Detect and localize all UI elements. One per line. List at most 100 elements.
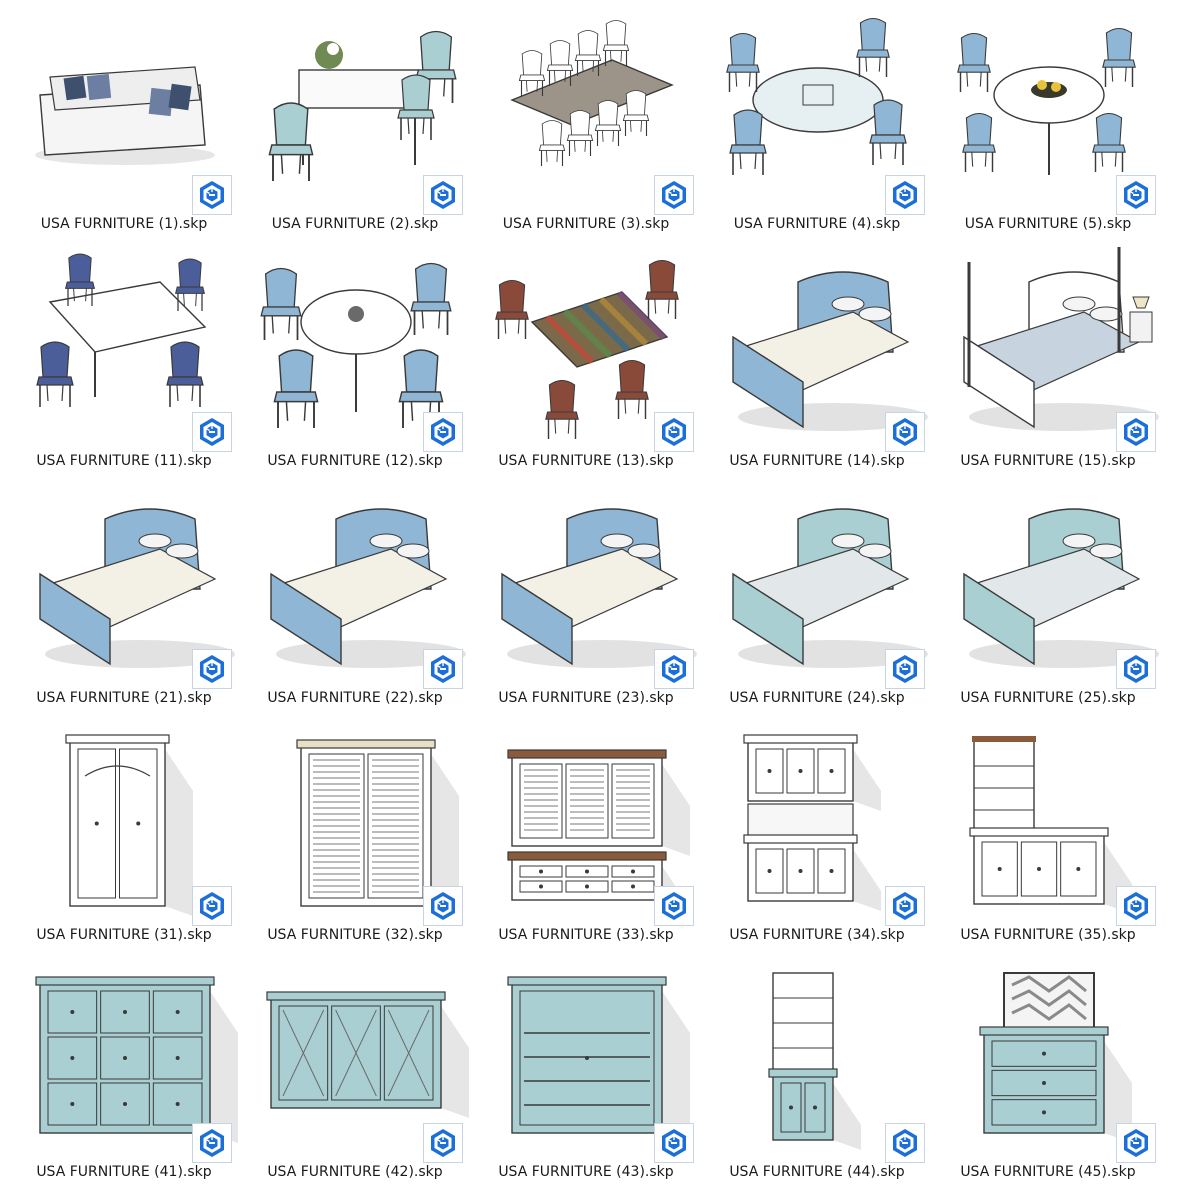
sketchup-file-icon [1116,649,1156,689]
file-item[interactable]: USA FURNITURE (3).skp [472,5,700,235]
file-thumbnail [10,5,238,211]
file-item[interactable]: USA FURNITURE (34).skp [703,716,931,946]
sketchup-logo-icon [431,181,455,209]
sketchup-file-icon [654,175,694,215]
file-item[interactable]: USA FURNITURE (5).skp [934,5,1162,235]
sketchup-file-icon [423,1123,463,1163]
sketchup-logo-icon [1124,418,1148,446]
sketchup-logo-icon [1124,1129,1148,1157]
furniture-preview-image [39,508,235,668]
file-name-label: USA FURNITURE (4).skp [733,216,901,232]
file-item[interactable]: USA FURNITURE (1).skp [10,5,238,235]
sketchup-logo-icon [200,181,224,209]
file-name-label: USA FURNITURE (34).skp [729,927,905,943]
file-item[interactable]: USA FURNITURE (31).skp [10,716,238,946]
furniture-preview-image [732,271,928,431]
sketchup-file-icon [423,886,463,926]
sketchup-file-icon [1116,1123,1156,1163]
file-name-label: USA FURNITURE (43).skp [498,1164,674,1180]
file-item[interactable]: USA FURNITURE (44).skp [703,953,931,1183]
file-item[interactable]: USA FURNITURE (45).skp [934,953,1162,1183]
furniture-preview-image [501,508,697,668]
sketchup-file-icon [654,1123,694,1163]
file-item[interactable]: USA FURNITURE (24).skp [703,479,931,709]
file-item[interactable]: USA FURNITURE (35).skp [934,716,1162,946]
file-name-label: USA FURNITURE (11).skp [36,453,212,469]
file-thumbnail [10,716,238,922]
furniture-preview-image [268,30,457,182]
file-item[interactable]: USA FURNITURE (14).skp [703,242,931,472]
furniture-preview-image [969,736,1132,914]
sketchup-logo-icon [662,892,686,920]
sketchup-file-icon [1116,886,1156,926]
furniture-preview-image [35,66,215,165]
file-item[interactable]: USA FURNITURE (43).skp [472,953,700,1183]
sketchup-file-icon [654,886,694,926]
file-item[interactable]: USA FURNITURE (12).skp [241,242,469,472]
furniture-preview-image [296,739,459,916]
furniture-preview-image [507,976,690,1143]
file-thumbnail [10,953,238,1159]
sketchup-logo-icon [431,892,455,920]
sketchup-logo-icon [431,655,455,683]
file-thumbnail [10,479,238,685]
sketchup-file-icon [654,649,694,689]
sketchup-logo-icon [662,1129,686,1157]
furniture-preview-image [35,976,238,1143]
file-item[interactable]: USA FURNITURE (4).skp [703,5,931,235]
file-thumbnail [10,242,238,448]
furniture-preview-image [36,253,207,407]
file-item[interactable]: USA FURNITURE (15).skp [934,242,1162,472]
file-item[interactable]: USA FURNITURE (41).skp [10,953,238,1183]
file-thumbnail [703,5,931,211]
sketchup-file-icon [192,1123,232,1163]
sketchup-logo-icon [662,655,686,683]
file-item[interactable]: USA FURNITURE (21).skp [10,479,238,709]
file-item[interactable]: USA FURNITURE (33).skp [472,716,700,946]
file-thumbnail [703,479,931,685]
sketchup-file-icon [654,412,694,452]
sketchup-file-icon [885,175,925,215]
sketchup-logo-icon [431,1129,455,1157]
sketchup-file-icon [192,886,232,926]
file-thumbnail [934,479,1162,685]
furniture-preview-image [963,247,1159,431]
sketchup-logo-icon [893,892,917,920]
sketchup-logo-icon [662,418,686,446]
file-item[interactable]: USA FURNITURE (23).skp [472,479,700,709]
file-thumbnail [934,716,1162,922]
file-thumbnail [472,5,700,211]
sketchup-logo-icon [1124,655,1148,683]
file-item[interactable]: USA FURNITURE (32).skp [241,716,469,946]
sketchup-file-icon [192,175,232,215]
file-name-label: USA FURNITURE (12).skp [267,453,443,469]
file-thumbnail [472,953,700,1159]
furniture-preview-image [957,27,1136,175]
sketchup-logo-icon [893,181,917,209]
sketchup-file-icon [885,649,925,689]
file-thumbnail [934,242,1162,448]
sketchup-logo-icon [893,418,917,446]
furniture-preview-image [495,259,679,440]
furniture-preview-image [963,508,1159,668]
sketchup-file-icon [1116,412,1156,452]
file-item[interactable]: USA FURNITURE (25).skp [934,479,1162,709]
file-item[interactable]: USA FURNITURE (22).skp [241,479,469,709]
sketchup-file-icon [885,886,925,926]
file-name-label: USA FURNITURE (15).skp [960,453,1136,469]
sketchup-file-icon [885,412,925,452]
file-name-label: USA FURNITURE (21).skp [36,690,212,706]
file-item[interactable]: USA FURNITURE (13).skp [472,242,700,472]
file-item[interactable]: USA FURNITURE (42).skp [241,953,469,1183]
furniture-preview-image [768,972,861,1150]
file-thumbnail [241,242,469,448]
file-thumbnail [703,953,931,1159]
file-name-label: USA FURNITURE (25).skp [960,690,1136,706]
file-thumbnail [241,716,469,922]
file-name-label: USA FURNITURE (33).skp [498,927,674,943]
furniture-preview-image [260,262,452,429]
file-item[interactable]: USA FURNITURE (2).skp [241,5,469,235]
sketchup-logo-icon [893,655,917,683]
file-item[interactable]: USA FURNITURE (11).skp [10,242,238,472]
